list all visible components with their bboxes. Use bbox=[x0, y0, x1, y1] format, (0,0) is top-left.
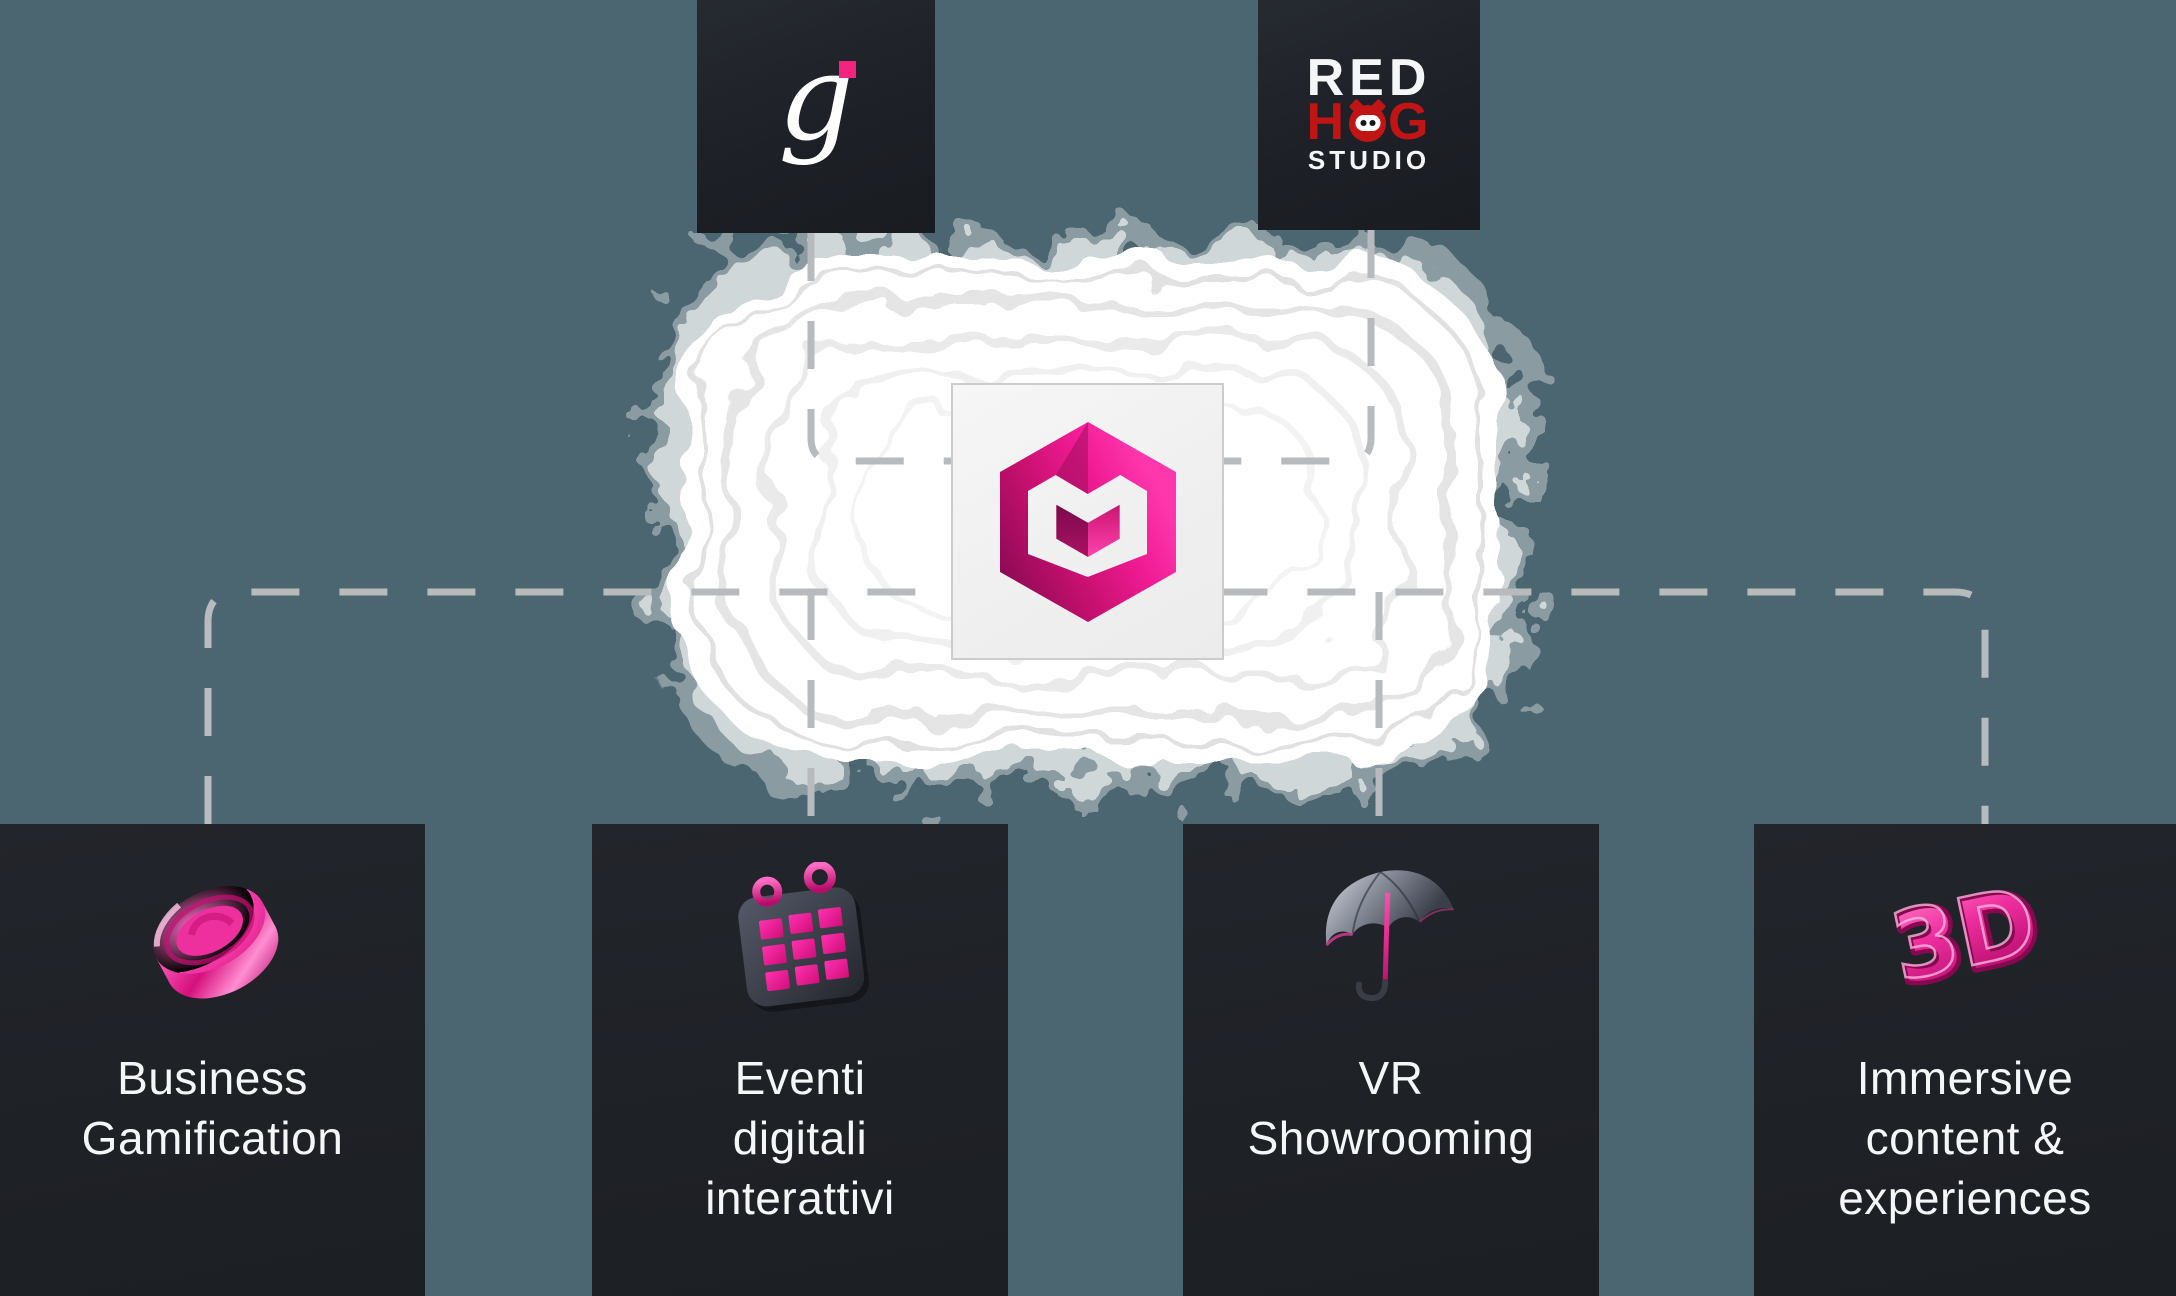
label-line: digitali bbox=[732, 1112, 868, 1164]
g-letter: g bbox=[778, 29, 854, 167]
service-tile-immersive-content[interactable]: 3D 3D 3D Immersive content & experiences bbox=[1754, 824, 2176, 1296]
redhog-word-hog: H G bbox=[1306, 93, 1432, 151]
pink-square-accent bbox=[839, 61, 856, 78]
umbrella-3d-icon bbox=[1183, 864, 1599, 1010]
m-hexagon-logo bbox=[999, 421, 1176, 622]
partner-tile-g-studio[interactable]: g bbox=[697, 0, 935, 233]
service-label: Eventi digitali interattivi bbox=[592, 1048, 1008, 1228]
label-line: Immersive bbox=[1856, 1052, 2074, 1104]
label-line: VR bbox=[1358, 1052, 1424, 1104]
partner-tile-redhog-studio[interactable]: RED H G STUDIO bbox=[1258, 0, 1480, 230]
coin-3d-icon bbox=[0, 864, 425, 1010]
hog-letter-h: H bbox=[1306, 93, 1348, 151]
redhog-word-red: RED bbox=[1306, 49, 1432, 107]
hog-letter-g: G bbox=[1388, 93, 1432, 151]
svg-text:3D: 3D bbox=[1885, 867, 2045, 1003]
redhog-studio-logo: RED H G STUDIO bbox=[1306, 49, 1432, 175]
g-studio-logo: g bbox=[697, 0, 935, 233]
service-label: Business Gamification bbox=[0, 1048, 425, 1168]
redhog-word-studio: STUDIO bbox=[1307, 145, 1431, 175]
center-card bbox=[951, 383, 1224, 660]
label-line: Showrooming bbox=[1247, 1112, 1535, 1164]
label-line: content & bbox=[1865, 1112, 2065, 1164]
connector-services-bus bbox=[204, 588, 1989, 824]
splash-blob bbox=[655, 232, 1525, 788]
calendar-3d-icon bbox=[592, 862, 1008, 1012]
label-line: Gamification bbox=[81, 1112, 344, 1164]
pig-nose-icon bbox=[1355, 115, 1381, 131]
service-label: Immersive content & experiences bbox=[1754, 1048, 2176, 1228]
service-label: VR Showrooming bbox=[1183, 1048, 1599, 1168]
service-tile-business-gamification[interactable]: Business Gamification bbox=[0, 824, 425, 1296]
label-line: experiences bbox=[1838, 1172, 2092, 1224]
label-line: interattivi bbox=[705, 1172, 895, 1224]
label-line: Eventi bbox=[734, 1052, 866, 1104]
balloon-3d-icon: 3D 3D 3D bbox=[1754, 864, 2176, 1010]
pig-snout-icon bbox=[1349, 104, 1387, 142]
connector-redhog-to-center bbox=[1190, 230, 1375, 465]
service-tile-vr-showrooming[interactable]: VR Showrooming bbox=[1183, 824, 1599, 1296]
service-tile-eventi-digitali[interactable]: Eventi digitali interattivi bbox=[592, 824, 1008, 1296]
connector-g-to-center bbox=[807, 233, 1000, 465]
label-line: Business bbox=[117, 1052, 308, 1104]
